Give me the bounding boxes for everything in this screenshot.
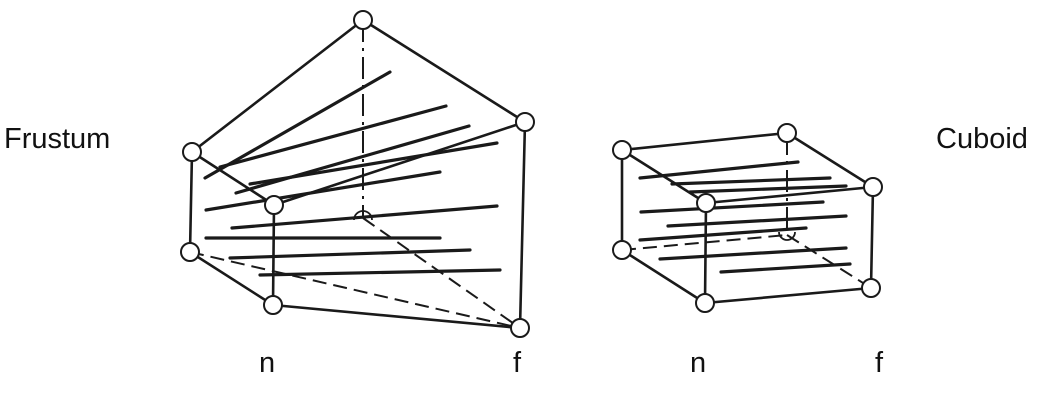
cuboid-vertex <box>612 240 632 260</box>
frustum-edge <box>271 303 522 330</box>
cuboid-edge <box>704 185 875 205</box>
cuboid-depth-ray <box>688 184 848 194</box>
cuboid-depth-ray <box>666 214 848 228</box>
frustum-depth-ray <box>228 248 472 260</box>
frustum-edge <box>518 120 527 330</box>
frustum-far-label: f <box>513 347 522 379</box>
cuboid-near-label: n <box>690 347 706 379</box>
frustum-depth-ray <box>248 141 499 186</box>
cuboid-edge <box>785 131 875 189</box>
cuboid-hidden-edge <box>621 234 788 251</box>
frustum-vertex <box>353 10 373 30</box>
cuboid-depth-ray <box>719 262 852 274</box>
cuboid-vertex <box>777 123 797 143</box>
cuboid-label: Cuboid <box>936 123 1028 155</box>
frustum-label: Frustum <box>4 123 110 155</box>
frustum-edge <box>190 18 365 154</box>
cuboid-vertex <box>696 193 716 213</box>
frustum-edge <box>190 150 276 207</box>
cuboid-edge <box>620 248 707 305</box>
cuboid-depth-ray <box>638 226 808 242</box>
cuboid-depth-ray <box>638 160 800 180</box>
frustum-near-label: n <box>259 347 275 379</box>
cuboid-vertex <box>861 278 881 298</box>
cuboid-vertex <box>863 177 883 197</box>
cuboid-center-axis <box>786 234 872 289</box>
cuboid-vertex <box>695 293 715 313</box>
frustum-depth-ray <box>204 170 442 212</box>
frustum-depth-ray <box>234 124 471 195</box>
cuboid-depth-ray <box>670 176 832 186</box>
frustum-edge <box>361 18 527 124</box>
frustum-depth-ray <box>203 70 392 180</box>
frustum-vertex <box>264 195 284 215</box>
frustum-vertex <box>510 318 530 338</box>
frustum-vertex <box>182 142 202 162</box>
frustum-depth-ray <box>218 104 448 169</box>
cuboid-edge <box>620 131 789 152</box>
frustum-center-axis <box>362 217 521 329</box>
frustum-edge <box>188 150 194 254</box>
frustum-edge <box>188 250 275 307</box>
cuboid-center-marker <box>778 231 796 241</box>
cuboid-edge <box>620 148 708 205</box>
cuboid-far-label: f <box>875 347 884 379</box>
frustum-vertex <box>515 112 535 132</box>
frustum-vertex <box>180 242 200 262</box>
frustum-depth-ray <box>230 204 499 230</box>
frustum-depth-ray <box>258 268 502 277</box>
frustum-vertex <box>263 295 283 315</box>
cuboid-edge <box>703 201 708 305</box>
cuboid-shape <box>612 123 883 313</box>
cuboid-vertex <box>612 140 632 160</box>
frustum-edge <box>271 203 276 307</box>
cuboid-depth-ray <box>658 246 848 261</box>
cuboid-edge <box>869 185 875 290</box>
cuboid-depth-ray <box>639 200 825 214</box>
cuboid-edge <box>703 286 873 305</box>
frustum-shape <box>180 10 535 338</box>
frustum-hidden-edge <box>189 251 521 329</box>
frustum-edge <box>272 120 527 207</box>
